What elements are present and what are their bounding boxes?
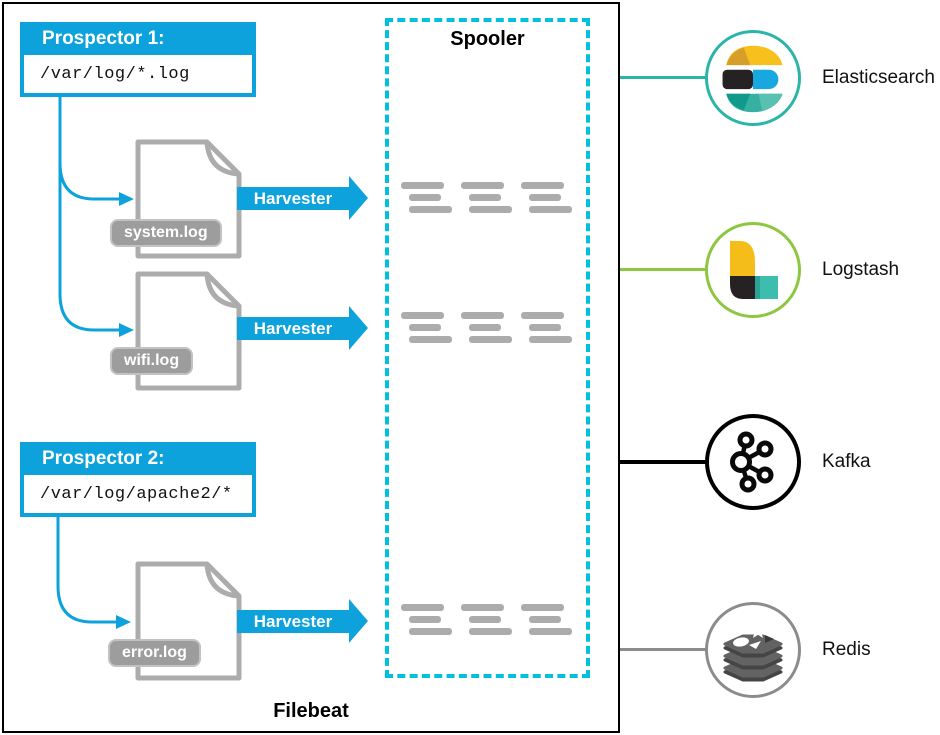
harvester-label: Harvester — [253, 188, 333, 208]
output-ring — [705, 30, 801, 126]
event-lines-icon — [521, 182, 573, 214]
output-ring — [705, 222, 801, 318]
logstash-icon — [730, 241, 778, 299]
event-lines-icon — [521, 312, 573, 344]
harvester-label: Harvester — [253, 611, 333, 631]
filebeat-box — [2, 2, 620, 733]
prospector-2-path: /var/log/apache2/* — [24, 475, 252, 513]
event-lines-icon — [461, 312, 513, 344]
log-file-label: system.log — [110, 219, 222, 247]
output-label: Elasticsearch — [822, 67, 935, 88]
prospector-1-title: Prospector 1: — [42, 28, 165, 49]
event-lines-icon — [401, 182, 453, 214]
spooler-label: Spooler — [450, 28, 525, 50]
event-lines-icon — [521, 604, 573, 636]
connector-line — [620, 648, 706, 651]
connector-line — [620, 460, 706, 464]
connector-line — [620, 268, 706, 271]
prospector-2-box: Prospector 2: /var/log/apache2/* — [20, 442, 256, 517]
output-ring — [705, 414, 801, 510]
event-lines-icon — [401, 604, 453, 636]
output-label: Redis — [822, 639, 871, 660]
output-label: Logstash — [822, 259, 900, 280]
output-ring — [705, 602, 801, 698]
prospector-1-path: /var/log/*.log — [24, 55, 252, 93]
prospector-2-title: Prospector 2: — [42, 448, 165, 469]
kafka-icon — [730, 431, 774, 493]
prospector-1-box: Prospector 1: /var/log/*.log — [20, 22, 256, 97]
connector-line — [620, 76, 706, 79]
log-file-label: error.log — [108, 639, 201, 667]
elasticsearch-icon — [722, 45, 783, 113]
filebeat-label: Filebeat — [273, 700, 349, 722]
spooler-box — [385, 18, 590, 678]
event-lines-icon — [461, 182, 513, 214]
output-label: Kafka — [822, 451, 871, 472]
harvester-label: Harvester — [253, 318, 333, 338]
harvester-arrow: Harvester — [237, 306, 368, 350]
harvester-arrow: Harvester — [237, 176, 368, 220]
log-file-label: wifi.log — [110, 347, 194, 375]
event-lines-icon — [401, 312, 453, 344]
harvester-arrow: Harvester — [237, 599, 368, 643]
event-lines-icon — [461, 604, 513, 636]
redis-icon — [723, 623, 783, 682]
